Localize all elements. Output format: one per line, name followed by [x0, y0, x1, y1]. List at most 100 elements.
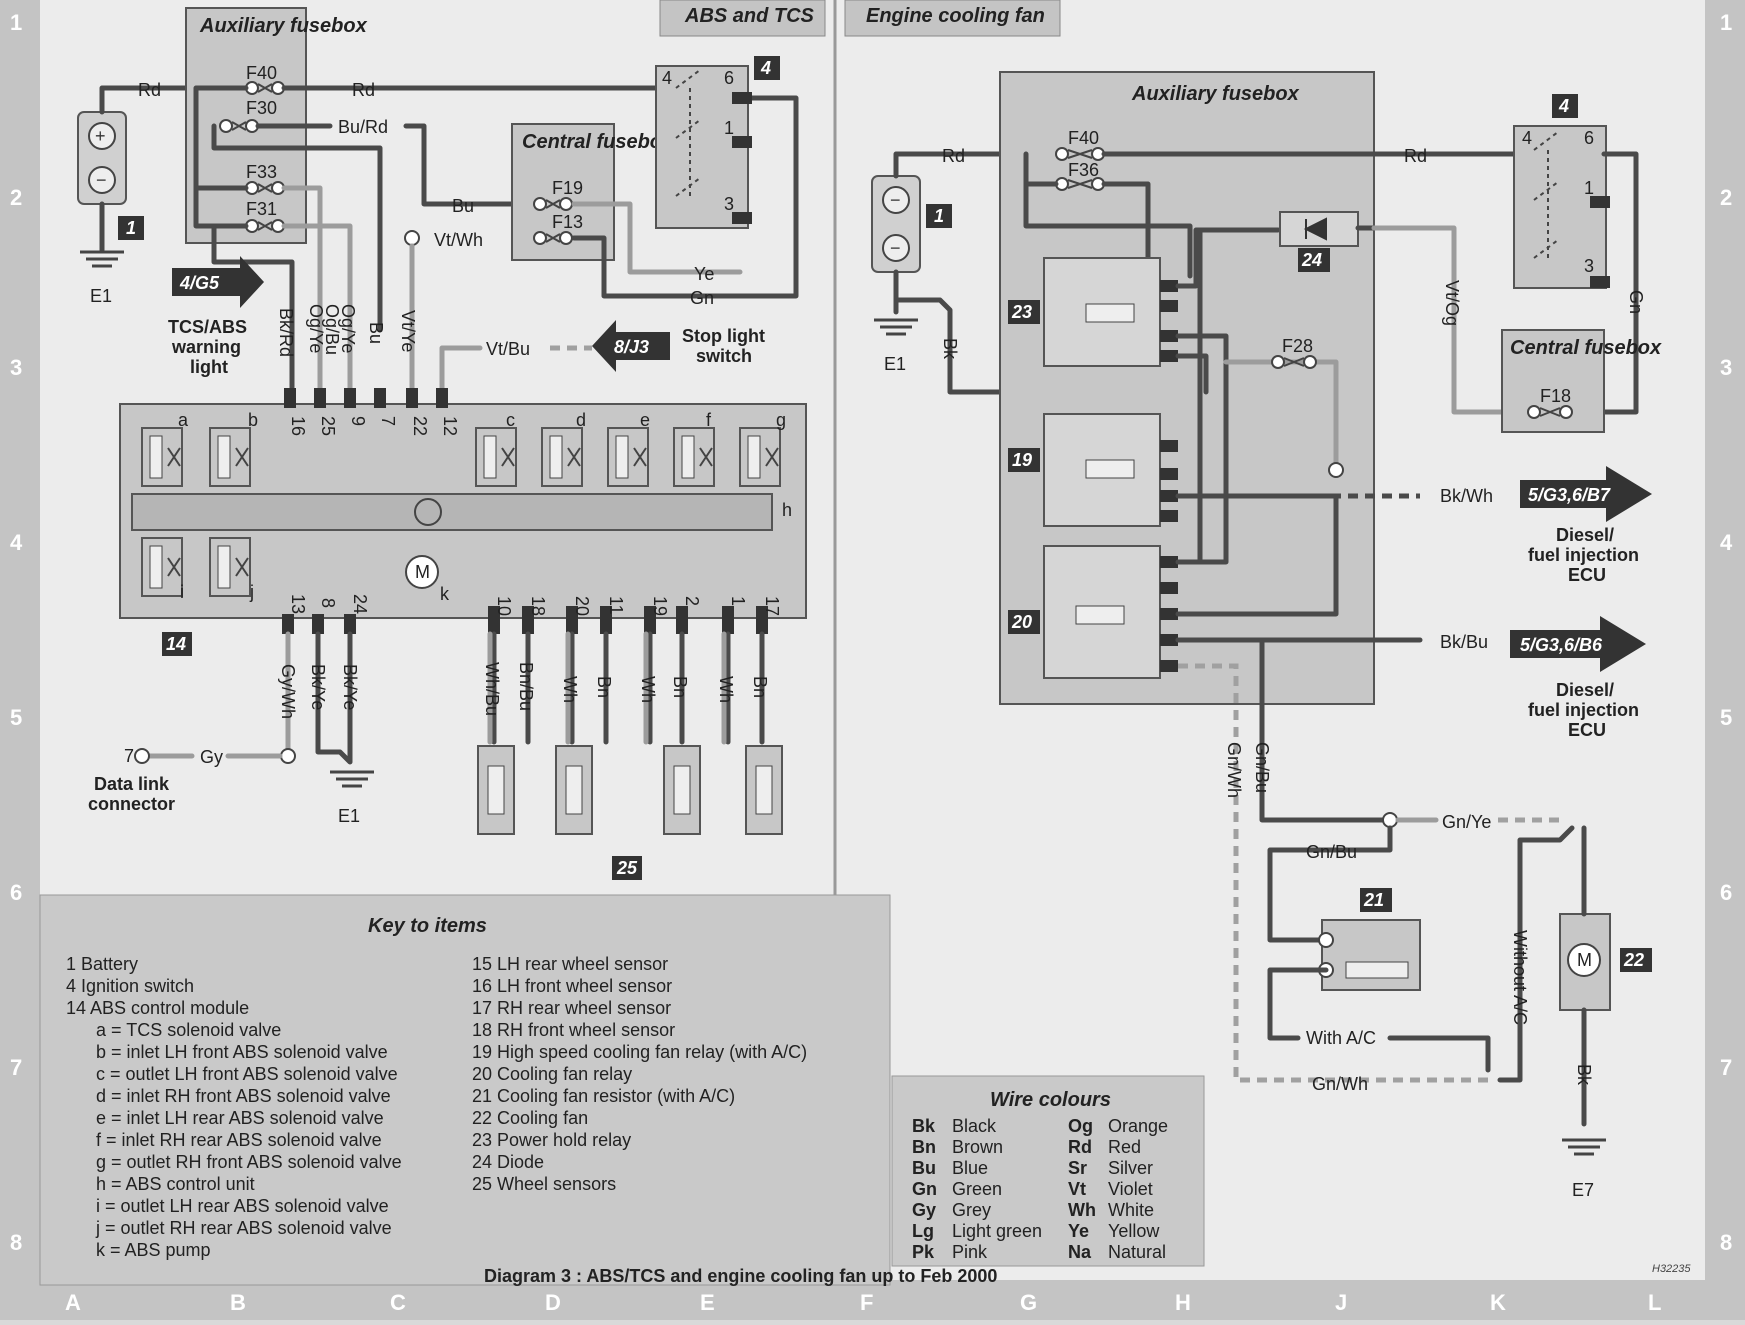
- ground-label: E1: [884, 354, 906, 374]
- wire-label: Ye: [694, 264, 714, 284]
- fuse-label: F13: [552, 212, 583, 232]
- motor-letter: M: [1577, 950, 1592, 970]
- switch-terminal: [732, 92, 752, 104]
- key-item: 15 LH rear wheel sensor: [472, 954, 668, 974]
- row-label: 6: [1720, 880, 1732, 905]
- pin-num: 10: [494, 596, 514, 616]
- row-label: 7: [1720, 1055, 1732, 1080]
- valve-letter: j: [249, 582, 254, 602]
- wire-code: Rd: [1068, 1137, 1092, 1157]
- minus-icon: −: [890, 190, 901, 210]
- item-num: 24: [1301, 250, 1322, 270]
- ref-label: 8/J3: [614, 337, 649, 357]
- valve-letter: i: [180, 582, 184, 602]
- wire-label: Rd: [138, 80, 161, 100]
- key-item: i = outlet LH rear ABS solenoid valve: [96, 1196, 389, 1216]
- relay-pin: [1160, 634, 1178, 646]
- wire-label: Bk/Rd: [276, 308, 296, 357]
- relay-pin: [1160, 582, 1178, 594]
- key-item: 22 Cooling fan: [472, 1108, 588, 1128]
- bottom-pins: [282, 606, 768, 634]
- item-tag-r20: [1008, 610, 1040, 634]
- item-num: 4: [760, 58, 771, 78]
- item-num: 14: [166, 634, 186, 654]
- item-num: 4: [1558, 96, 1569, 116]
- ref-label: 5/G3,6/B6: [1520, 635, 1603, 655]
- connector-pin: [134, 748, 150, 764]
- item-tag-r21: [1360, 888, 1392, 912]
- row-label: 5: [1720, 705, 1732, 730]
- key-item: c = outlet LH front ABS solenoid valve: [96, 1064, 398, 1084]
- valve-letter: c: [506, 410, 515, 430]
- valve-letter: d: [576, 410, 586, 430]
- wire-label: Rd: [352, 80, 375, 100]
- wire-sensors: [491, 631, 765, 745]
- relay-pin: [1160, 468, 1178, 480]
- splice-point: [1328, 462, 1344, 478]
- ref-label: 5/G3,6/B7: [1528, 485, 1611, 505]
- wire-gn-wh: [1178, 663, 1490, 1083]
- diagram-caption: Diagram 3 : ABS/TCS and engine cooling f…: [484, 1266, 997, 1286]
- wire-label: Gn/Ye: [1442, 812, 1491, 832]
- relay-pin: [1160, 660, 1178, 672]
- row-label: 1: [10, 10, 22, 35]
- key-item: b = inlet LH front ABS solenoid valve: [96, 1042, 388, 1062]
- key-item: d = inlet RH front ABS solenoid valve: [96, 1086, 391, 1106]
- wire-code: Bu: [912, 1158, 936, 1178]
- minus-icon: −: [890, 238, 901, 258]
- wire-label: Og/Ye: [338, 304, 358, 353]
- row-label: 2: [10, 185, 22, 210]
- fuse-label: F30: [246, 98, 277, 118]
- relay-pin: [1160, 490, 1178, 502]
- central-fusebox: [1501, 329, 1605, 433]
- wire-label: Gn/Bu: [1306, 842, 1357, 862]
- wire-label: Gy/Wh: [278, 664, 298, 719]
- wire-label: Gy: [200, 747, 223, 767]
- key-item: j = outlet RH rear ABS solenoid valve: [95, 1218, 392, 1238]
- key-item: 19 High speed cooling fan relay (with A/…: [472, 1042, 807, 1062]
- pin-num: 9: [348, 416, 368, 426]
- ref-arrow: [172, 256, 264, 308]
- relay-pin: [1160, 608, 1178, 620]
- motor-letter: M: [415, 562, 430, 582]
- fuse-label: F18: [1540, 386, 1571, 406]
- wire-label: Gn: [1626, 290, 1646, 314]
- wire-label: Og/Ye: [306, 304, 326, 353]
- wire-label: Bu: [366, 322, 386, 344]
- battery-negative: [882, 186, 910, 214]
- relay-pin: [1160, 280, 1178, 292]
- wire-colour-name: Black: [952, 1116, 997, 1136]
- wire-ye: [571, 201, 743, 275]
- row-label: 3: [1720, 355, 1732, 380]
- fuse-label: F36: [1068, 160, 1099, 180]
- ecu-caption: Diesel/: [1556, 525, 1614, 545]
- connector-pin: [280, 748, 296, 764]
- relay-pin: [1160, 556, 1178, 568]
- fusebox-title: Auxiliary fusebox: [1131, 83, 1300, 105]
- row-label: 6: [10, 880, 22, 905]
- relay-coil: [1075, 605, 1125, 625]
- solenoid-valve: [209, 537, 251, 597]
- wire-colours-title: Wire colours: [990, 1089, 1111, 1111]
- fan-motor-icon: [1567, 943, 1601, 977]
- item-tag-f22: [1620, 948, 1652, 972]
- wire-og-ye: [281, 185, 323, 393]
- ref-arrow: [1510, 616, 1646, 672]
- wire-code: Vt: [1068, 1179, 1086, 1199]
- ref-caption: light: [190, 357, 228, 377]
- fuse-label: F33: [246, 162, 277, 182]
- wheel-sensor: [555, 745, 593, 835]
- wire-without-ac: [1497, 825, 1575, 1083]
- abs-header: ABS and TCS: [684, 5, 815, 27]
- motor-icon: [405, 555, 439, 589]
- wire-label: Vt/Ye: [398, 310, 418, 352]
- wire-bk-rd: [211, 223, 295, 393]
- switch-pin: 4: [1522, 128, 1532, 148]
- key-item: 4 Ignition switch: [66, 976, 194, 996]
- switch-pin: 3: [724, 194, 734, 214]
- switch-terminal: [1590, 276, 1610, 288]
- ref-arrow: [1520, 466, 1652, 522]
- wire-gn: [1597, 151, 1639, 415]
- switch-terminal: [1590, 196, 1610, 208]
